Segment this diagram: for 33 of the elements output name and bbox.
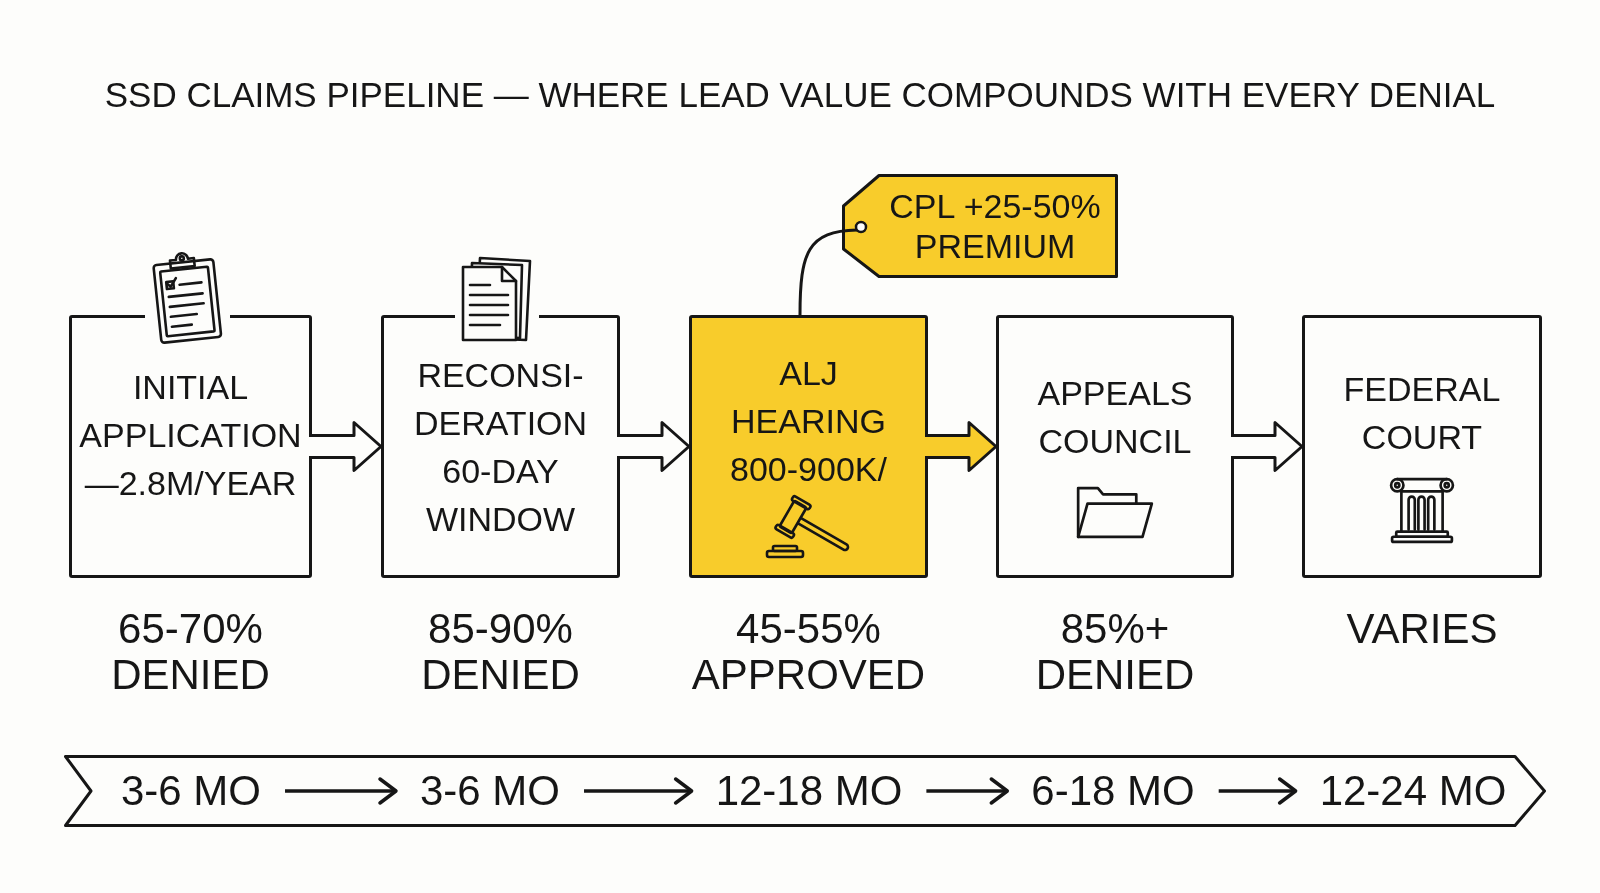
connector-line [798,228,858,316]
price-tag [842,174,1118,278]
stage-label: RECONSI- DERATION 60-DAY WINDOW [412,354,589,540]
stage-outcome: 65-70% DENIED [110,606,271,698]
stage-outcome: 85%+ DENIED [1034,606,1196,698]
timeline-banner [64,755,1546,827]
stage-label: APPEALS COUNCIL [1036,373,1194,462]
arrow [1218,777,1298,805]
duration-label: 12-18 MO [691,765,927,817]
block-arrow [923,421,998,472]
stage-outcome: VARIES [1346,606,1498,652]
stage-label: ALJ HEARING 800-900K/ [729,352,888,490]
block-arrow [1229,421,1304,472]
diagram-title: SSD CLAIMS PIPELINE — WHERE LEAD VALUE COMPOUNDS WITH EVERY DENIAL [104,74,1496,116]
block-arrow [307,421,383,472]
stage-box [381,315,620,578]
stage-box [69,315,312,578]
block-arrow [615,421,691,472]
duration-label: 3-6 MO [396,765,584,817]
stage-box [689,315,928,578]
duration-label: 3-6 MO [97,765,285,817]
duration-label: 6-18 MO [1007,765,1219,817]
stage-outcome: 45-55% APPROVED [690,606,927,698]
stage-label: INITIAL APPLICATION —2.8M/YEAR [78,366,303,504]
price-tag-label: CPL +25-50% PREMIUM [888,186,1102,266]
arrow [584,777,694,805]
duration-label: 12-24 MO [1295,765,1531,817]
stage-label: FEDERAL COURT [1342,369,1502,458]
stage-box [1302,315,1542,578]
stage-box [996,315,1234,578]
arrow [926,777,1010,805]
arrow [285,777,398,805]
stage-outcome: 85-90% DENIED [420,606,581,698]
